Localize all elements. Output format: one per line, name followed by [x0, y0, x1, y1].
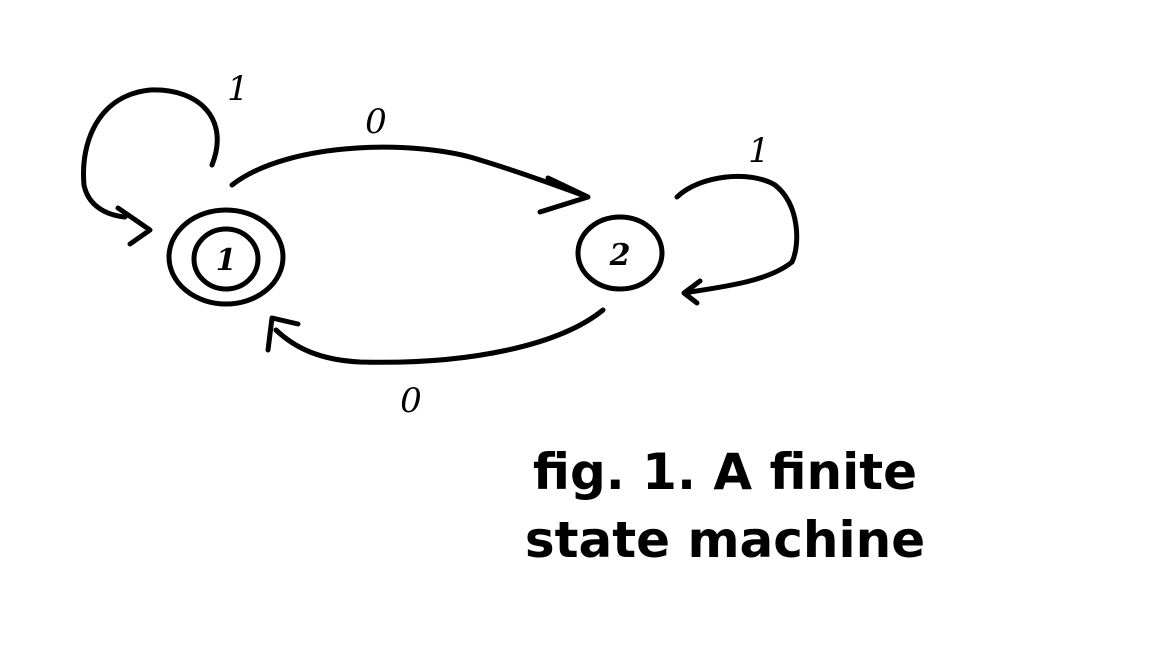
loop-2-curve	[674, 173, 800, 295]
state-1-outer-ring	[166, 207, 286, 307]
edge-2-1-curve	[273, 307, 606, 365]
loop-1-arrowhead	[115, 205, 153, 247]
state-2: 2	[575, 214, 665, 292]
caption-line-1: fig. 1. A finite	[532, 443, 918, 501]
state-2-ring	[575, 214, 665, 292]
state-2-label: 2	[609, 238, 631, 273]
state-1: 1	[166, 207, 286, 307]
loop-1-label: 1	[227, 69, 249, 109]
figure-caption: fig. 1. A finite state machine	[500, 438, 950, 574]
edge-2-1-arrowhead	[265, 315, 301, 353]
transition-1-to-1: 1	[81, 69, 249, 247]
edge-1-2-curve	[229, 144, 588, 199]
state-1-inner-ring	[191, 226, 261, 292]
transition-2-to-1: 0	[265, 307, 606, 421]
transition-1-to-2: 0	[229, 102, 591, 215]
loop-2-arrowhead	[681, 278, 703, 306]
state-1-label: 1	[216, 243, 237, 278]
edge-1-2-label: 0	[365, 102, 387, 142]
loop-1-curve	[81, 87, 220, 220]
edge-2-1-label: 0	[400, 381, 422, 421]
loop-2-label: 1	[748, 131, 770, 171]
edge-1-2-arrowhead	[537, 175, 591, 215]
transition-2-to-2: 1	[674, 131, 800, 306]
caption-line-2: state machine	[524, 511, 926, 569]
